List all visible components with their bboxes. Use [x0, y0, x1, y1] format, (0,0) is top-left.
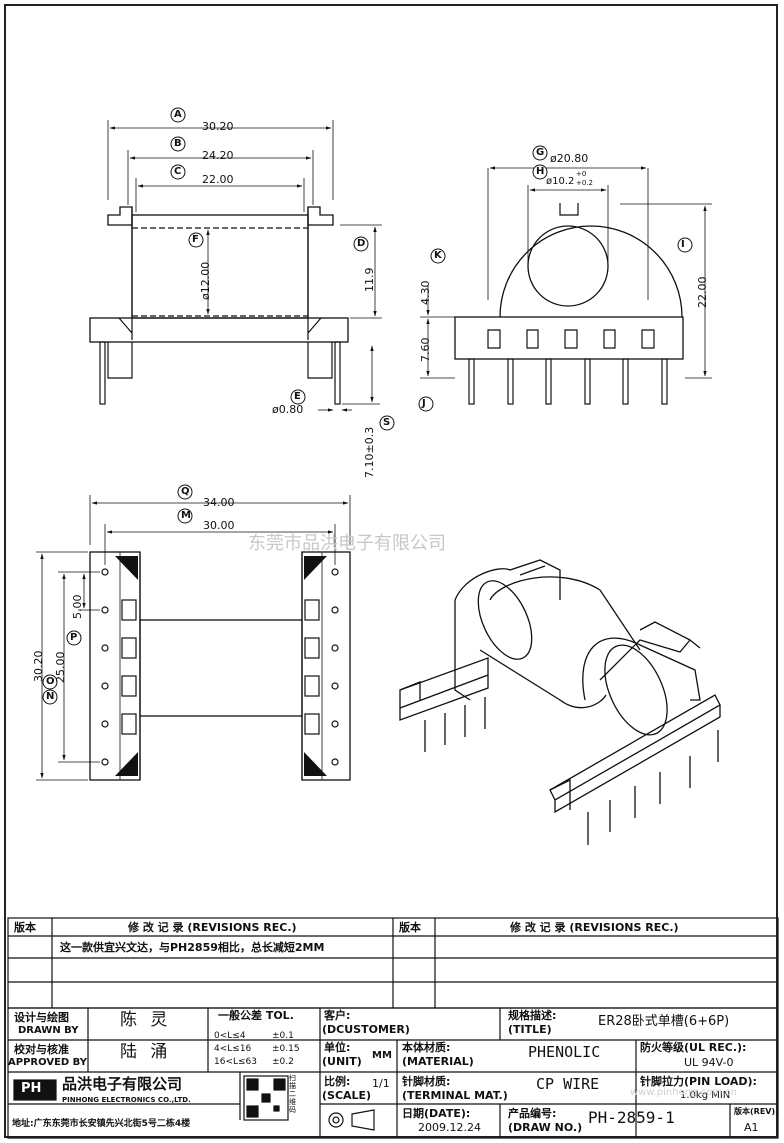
- pin-load-value: 1.0kg MIN: [680, 1090, 731, 1101]
- dim-g-value: ø20.80: [550, 152, 589, 165]
- balloon-e: E: [294, 391, 301, 402]
- balloon-g: G: [536, 147, 545, 158]
- balloon-s: S: [383, 417, 391, 428]
- unit-value: MM: [372, 1050, 392, 1061]
- balloon-i: I: [681, 239, 685, 250]
- dimension-balloons: [42, 107, 693, 705]
- approved-by-cn: 校对与核准: [14, 1043, 69, 1056]
- balloon-b: B: [174, 138, 182, 149]
- company-name-en: PINHONG ELECTRONICS CO.,LTD.: [62, 1096, 191, 1104]
- ul-rec-value: UL 94V-0: [684, 1056, 734, 1069]
- company-address: 地址:广东东莞市长安镇先兴北街5号二栋4楼: [12, 1119, 191, 1129]
- terminal-cn: 针脚材质:: [402, 1075, 451, 1088]
- qr-caption: 扫描二维码: [289, 1074, 296, 1114]
- balloon-o: O: [46, 676, 55, 687]
- watermark-url: www.pinhong.com.cn: [630, 1087, 737, 1098]
- draw-no-value: PH-2859-1: [588, 1108, 675, 1127]
- drawn-by-name: 陈 灵: [120, 1010, 172, 1030]
- balloon-n: N: [46, 691, 55, 702]
- dim-m-value: 30.00: [203, 519, 235, 532]
- dim-h-tol-lower: +0.2: [576, 179, 593, 187]
- tol-value-1: ±0.1: [272, 1031, 294, 1041]
- approved-by-en: APPROVED BY: [8, 1057, 87, 1068]
- balloon-m: M: [181, 510, 191, 521]
- tol-value-2: ±0.15: [272, 1044, 300, 1054]
- unit-cn: 单位:: [324, 1041, 351, 1054]
- tol-range-1: 0<L≤4: [214, 1031, 246, 1041]
- dim-e-value: ø0.80: [272, 403, 304, 416]
- rev-value: A1: [744, 1121, 759, 1134]
- front-view: [89, 120, 382, 412]
- balloon-f: F: [192, 234, 199, 245]
- ul-rec-cn: 防火等级(UL REC.):: [640, 1041, 747, 1054]
- balloon-c: C: [174, 166, 182, 177]
- spec-value: ER28卧式单槽(6+6P): [598, 1014, 730, 1029]
- rev-label: 版本(REV):: [734, 1107, 779, 1116]
- balloon-a: A: [174, 109, 182, 120]
- drawn-by-en: DRAWN BY: [18, 1025, 79, 1036]
- draw-no-cn: 产品编号:: [508, 1107, 557, 1120]
- dim-c-value: 22.00: [202, 173, 234, 186]
- tol-range-2: 4<L≤16: [214, 1044, 252, 1054]
- date-cn: 日期(DATE):: [402, 1107, 471, 1120]
- bottom-view: [36, 495, 351, 781]
- rev-col-record-2: 修 改 记 录 (REVISIONS REC.): [510, 921, 679, 934]
- dim-q-value: 34.00: [203, 496, 235, 509]
- rev-row-1: 这一款供宜兴文达，与PH2859相比，总长减短2MM: [60, 941, 325, 954]
- rev-col-version: 版本: [14, 921, 36, 934]
- side-view: [420, 166, 712, 405]
- balloon-d: D: [357, 238, 366, 249]
- tol-value-3: ±0.2: [272, 1057, 294, 1067]
- dim-h-value: ø10.2: [546, 176, 575, 187]
- customer-en: (DCUSTOMER): [322, 1023, 410, 1036]
- tol-range-3: 16<L≤63: [214, 1057, 258, 1067]
- date-value: 2009.12.24: [418, 1121, 481, 1134]
- tolerance-title: 一般公差 TOL.: [218, 1009, 294, 1022]
- rev-col-version-2: 版本: [399, 921, 421, 934]
- balloon-k: K: [434, 250, 442, 261]
- material-cn: 本体材质:: [402, 1041, 451, 1054]
- dim-h-tol-upper: +0: [576, 170, 587, 178]
- balloon-h: H: [536, 166, 545, 177]
- unit-en: (UNIT): [322, 1055, 362, 1068]
- dim-b-value: 24.20: [202, 149, 234, 162]
- customer-cn: 客户:: [324, 1009, 351, 1022]
- dim-a-value: 30.20: [202, 120, 234, 133]
- material-en: (MATERIAL): [402, 1055, 474, 1068]
- isometric-view: [399, 559, 721, 845]
- scale-cn: 比例:: [324, 1075, 351, 1088]
- material-value: PHENOLIC: [528, 1043, 601, 1061]
- spec-cn: 规格描述:: [508, 1009, 557, 1022]
- spec-en: (TITLE): [508, 1023, 552, 1036]
- balloon-q: Q: [181, 486, 190, 497]
- balloon-p: P: [70, 632, 78, 643]
- rev-col-record: 修 改 记 录 (REVISIONS REC.): [128, 921, 297, 934]
- drawn-by-cn: 设计与绘图: [14, 1011, 69, 1024]
- scale-en: (SCALE): [322, 1089, 372, 1102]
- balloon-j: J: [422, 398, 426, 409]
- watermark: 东莞市品洪电子有限公司: [248, 533, 446, 554]
- drawing-frame: [4, 4, 778, 1138]
- company-name-cn: 品洪电子有限公司: [62, 1075, 183, 1093]
- approved-by-name: 陆 涌: [120, 1042, 172, 1062]
- pin-load-cn: 针脚拉力(PIN LOAD):: [640, 1075, 757, 1088]
- draw-no-en: (DRAW NO.): [508, 1121, 583, 1134]
- company-logo: PH: [21, 1081, 42, 1096]
- terminal-value: CP WIRE: [536, 1075, 600, 1093]
- terminal-en: (TERMINAL MAT.): [402, 1089, 508, 1102]
- scale-value: 1/1: [372, 1077, 390, 1090]
